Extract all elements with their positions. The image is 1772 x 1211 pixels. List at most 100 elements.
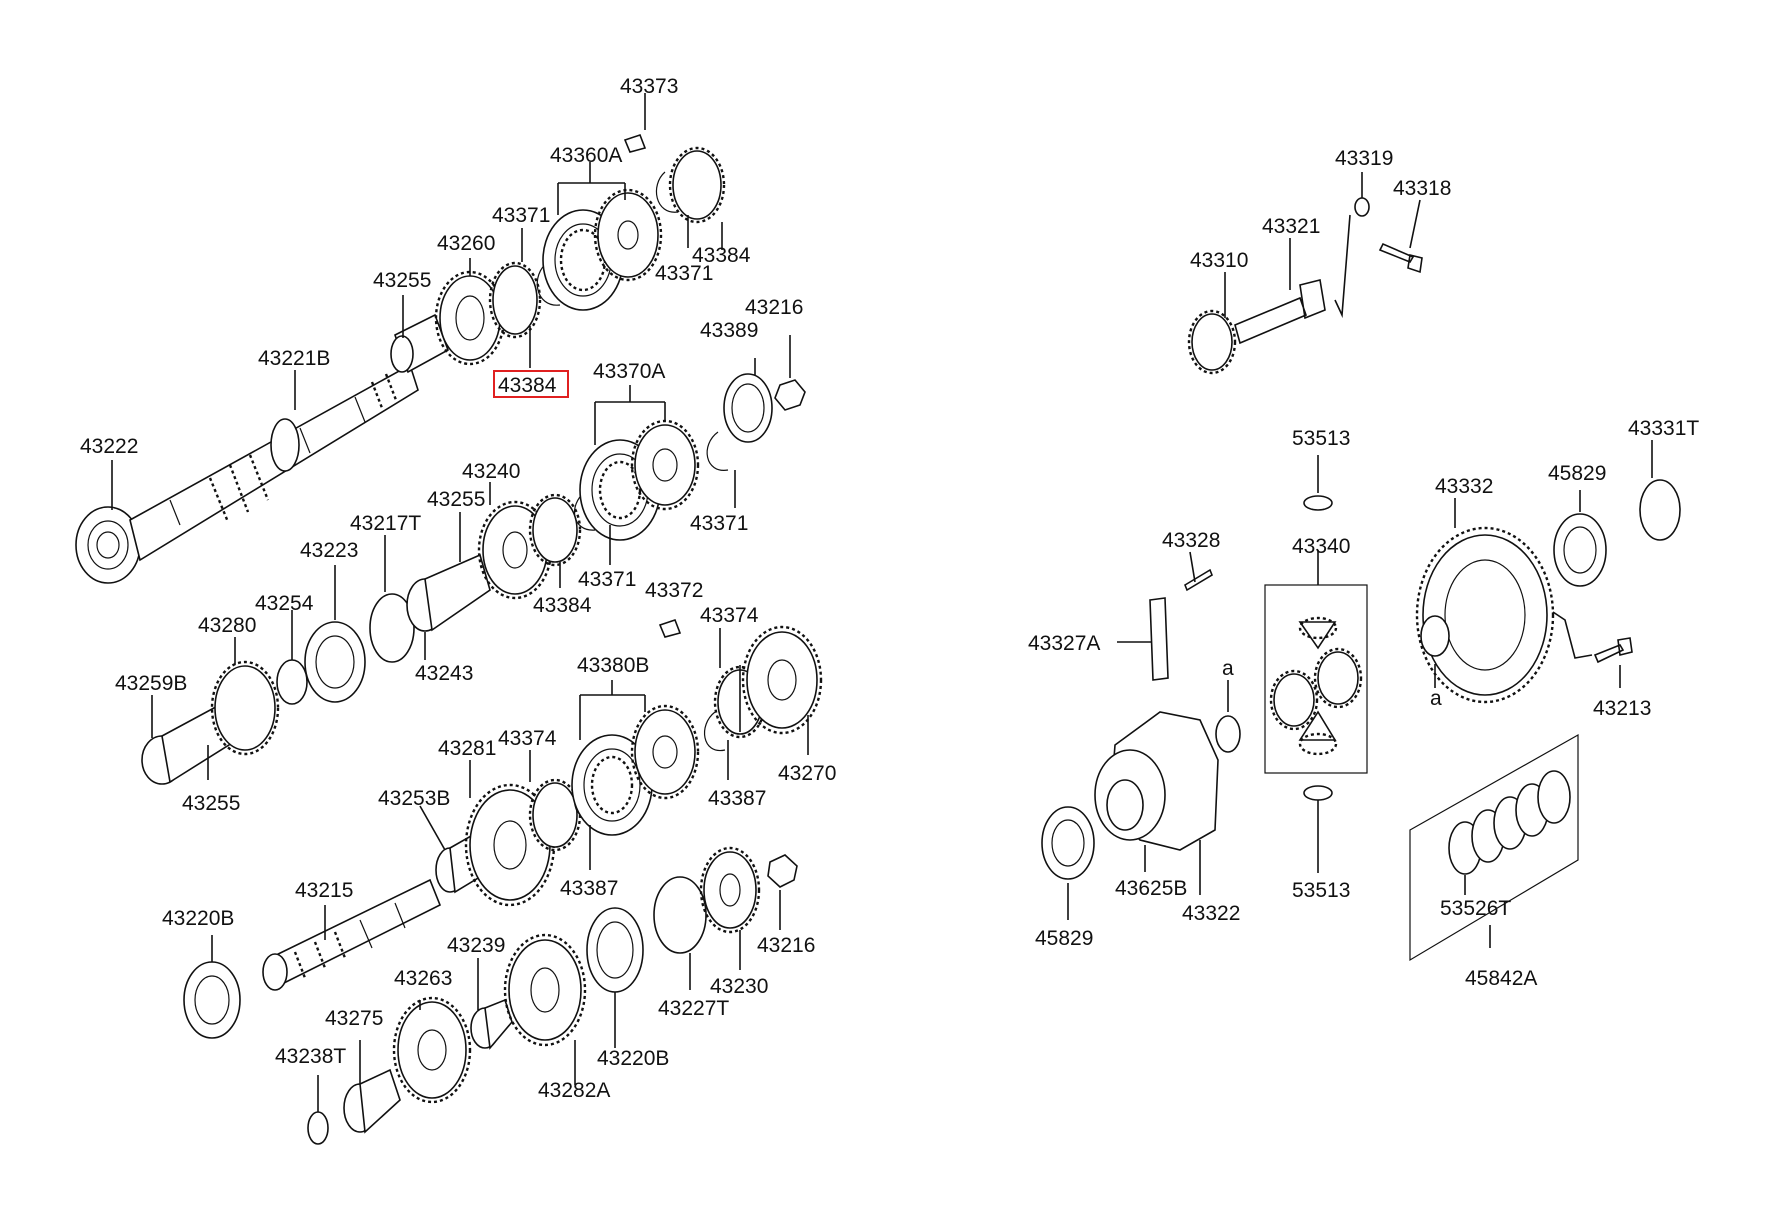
label-a[interactable]: a [1430,687,1442,710]
label-45829[interactable]: 45829 [1035,927,1093,950]
label-43384[interactable]: 43384 [533,594,592,617]
label-43255[interactable]: 43255 [427,488,485,511]
bolt-43318 [1378,242,1423,274]
label-43370A[interactable]: 43370A [593,360,665,383]
label-43387[interactable]: 43387 [560,877,618,900]
shim-43217T [369,593,415,663]
pin-43328 [1184,568,1213,592]
label-53513[interactable]: 53513 [1292,879,1350,902]
label-43216[interactable]: 43216 [745,296,803,319]
bearing-43222 [75,506,141,584]
bushing-43243 [406,553,491,632]
label-43319[interactable]: 43319 [1335,147,1393,170]
label-43371[interactable]: 43371 [578,568,636,591]
bearing-43220B-b [586,907,644,993]
label-43230[interactable]: 43230 [710,975,768,998]
label-43255[interactable]: 43255 [373,269,431,292]
label-45829[interactable]: 45829 [1548,462,1606,485]
needle-bearing-43255 [390,313,449,374]
synchro-ring-43384[interactable] [488,261,542,339]
label-43340[interactable]: 43340 [1292,535,1350,558]
label-43238T[interactable]: 43238T [275,1045,346,1068]
label-43227T[interactable]: 43227T [658,997,729,1020]
label-43255[interactable]: 43255 [182,792,240,815]
label-45842A[interactable]: 45842A [1465,967,1537,990]
label-43243[interactable]: 43243 [415,662,473,685]
label-43282A[interactable]: 43282A [538,1079,610,1102]
nut-43216-b [767,854,798,888]
washer-53513-b [1303,785,1333,801]
label-43327A[interactable]: 43327A [1028,632,1100,655]
label-43328[interactable]: 43328 [1162,529,1220,552]
label-43374[interactable]: 43374 [498,727,557,750]
bolt-43213 [1593,637,1633,664]
washer-53513-a [1303,495,1333,511]
label-43625B[interactable]: 43625B [1115,877,1187,900]
label-43331T[interactable]: 43331T [1628,417,1699,440]
label-43220B[interactable]: 43220B [597,1047,669,1070]
key-43373 [623,133,647,153]
label-a[interactable]: a [1222,657,1234,680]
label-53526T[interactable]: 53526T [1440,897,1511,920]
label-43220B[interactable]: 43220B [162,907,234,930]
label-43332[interactable]: 43332 [1435,475,1493,498]
label-43280[interactable]: 43280 [198,614,256,637]
diff-case-43322 [1094,711,1219,851]
synchro-ring-43384-c [528,493,582,567]
label-43239[interactable]: 43239 [447,934,505,957]
shim-43331T [1639,479,1681,541]
pinion-set-43340 [1264,584,1368,774]
shim-43227T [653,876,707,954]
input-shaft-assembly [75,93,726,584]
label-43380B[interactable]: 43380B [577,654,649,677]
output-shaft-assembly [183,846,798,1145]
label-43240[interactable]: 43240 [462,460,520,483]
output-gear-shaft-43259B [141,660,280,785]
label-43217T[interactable]: 43217T [350,512,421,535]
label-43223[interactable]: 43223 [300,539,358,562]
label-43254[interactable]: 43254 [255,592,314,615]
label-43281[interactable]: 43281 [438,737,496,760]
label-43384-selected[interactable]: 43384 [498,374,557,397]
shaft-43321 [1234,279,1326,345]
bearing-43220B-a [183,961,241,1039]
label-43270[interactable]: 43270 [778,762,836,785]
label-43310[interactable]: 43310 [1190,249,1248,272]
spring-43371-b [655,171,679,213]
bushing-43239 [470,998,513,1050]
label-43222[interactable]: 43222 [80,435,138,458]
gear-43230 [699,846,761,934]
label-43318[interactable]: 43318 [1393,177,1451,200]
label-43253B[interactable]: 43253B [378,787,450,810]
bearing-45829-left [1041,806,1095,880]
spring-43371-d [706,431,729,471]
nut-43216-a [774,379,806,411]
label-43322[interactable]: 43322 [1182,902,1240,925]
label-43215[interactable]: 43215 [295,879,353,902]
label-43389[interactable]: 43389 [700,319,758,342]
label-43360A[interactable]: 43360A [550,144,622,167]
washer-a-left [1215,715,1241,753]
label-43372[interactable]: 43372 [645,579,703,602]
label-43216[interactable]: 43216 [757,934,815,957]
snap-ring-43238T [307,1111,329,1145]
label-43384[interactable]: 43384 [692,244,751,267]
label-43259B[interactable]: 43259B [115,672,187,695]
label-43373[interactable]: 43373 [620,75,678,98]
label-43221B[interactable]: 43221B [258,347,330,370]
label-53513[interactable]: 53513 [1292,427,1350,450]
label-43213[interactable]: 43213 [1593,697,1651,720]
label-43263[interactable]: 43263 [394,967,452,990]
label-43371[interactable]: 43371 [655,262,713,285]
label-43260[interactable]: 43260 [437,232,495,255]
label-43321[interactable]: 43321 [1262,215,1320,238]
washer-a-right [1420,615,1450,657]
label-43275[interactable]: 43275 [325,1007,383,1030]
label-43371[interactable]: 43371 [690,512,748,535]
label-43387[interactable]: 43387 [708,787,766,810]
differential-assembly [1041,440,1681,962]
gear-43270 [741,625,823,735]
label-43374[interactable]: 43374 [700,604,759,627]
label-43371[interactable]: 43371 [492,204,550,227]
